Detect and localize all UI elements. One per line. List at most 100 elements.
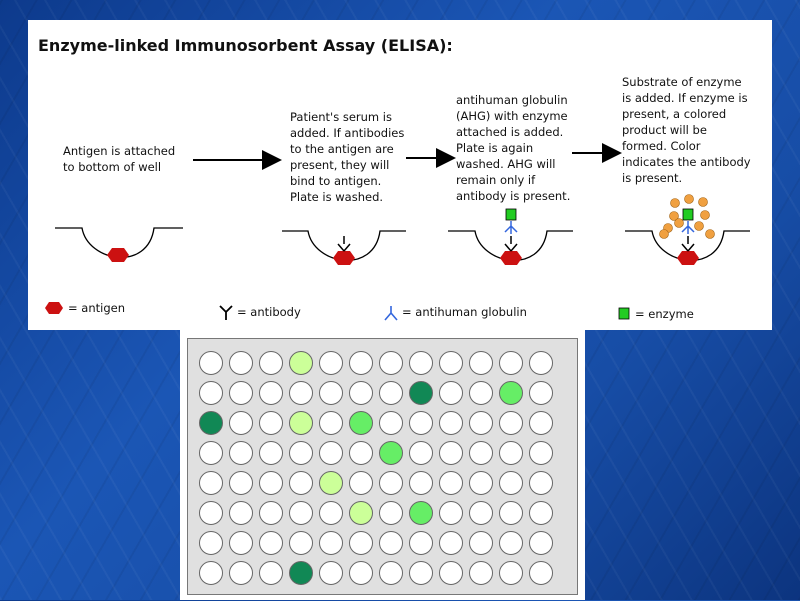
well-empty xyxy=(379,471,403,495)
svg-text:indicates the antibody: indicates the antibody xyxy=(622,155,751,169)
well-empty xyxy=(409,441,433,465)
well-empty xyxy=(259,561,283,585)
well-empty xyxy=(229,381,253,405)
well-empty xyxy=(229,351,253,375)
antibody-icon xyxy=(337,236,351,252)
well-empty xyxy=(229,531,253,555)
svg-text:product will be: product will be xyxy=(622,123,707,137)
legend-antigen-label: = antigen xyxy=(68,301,125,315)
well-dark xyxy=(289,561,313,585)
well-empty xyxy=(289,471,313,495)
well-dark xyxy=(199,411,223,435)
well-empty xyxy=(409,471,433,495)
well-medium xyxy=(409,501,433,525)
well-medium xyxy=(499,381,523,405)
svg-text:Patient's serum is: Patient's serum is xyxy=(290,110,392,124)
well-empty xyxy=(499,561,523,585)
well-empty xyxy=(469,351,493,375)
well-empty xyxy=(289,441,313,465)
well-empty xyxy=(319,561,343,585)
well-empty xyxy=(379,501,403,525)
antibody-icon xyxy=(504,236,518,252)
svg-text:(AHG) with enzyme: (AHG) with enzyme xyxy=(456,109,568,123)
svg-text:present, a colored: present, a colored xyxy=(622,107,726,121)
well-empty xyxy=(199,501,223,525)
svg-text:to bottom of well: to bottom of well xyxy=(63,160,161,174)
well-empty xyxy=(259,471,283,495)
well-dark xyxy=(409,381,433,405)
well-empty xyxy=(469,411,493,435)
well-empty xyxy=(529,411,553,435)
well-plate-svg xyxy=(199,351,553,585)
well-empty xyxy=(499,411,523,435)
well-empty xyxy=(259,381,283,405)
well-empty xyxy=(379,351,403,375)
antigen-icon xyxy=(500,251,522,265)
legend-enzyme-label: = enzyme xyxy=(635,307,694,321)
well-empty xyxy=(349,471,373,495)
well-empty xyxy=(319,441,343,465)
well-empty xyxy=(499,531,523,555)
well-empty xyxy=(229,561,253,585)
enzyme-icon xyxy=(505,208,517,221)
well-empty xyxy=(499,501,523,525)
well-empty xyxy=(229,411,253,435)
elisa-well-plate xyxy=(187,338,578,595)
well-empty xyxy=(409,351,433,375)
well-empty xyxy=(469,501,493,525)
well-empty xyxy=(439,381,463,405)
well-medium xyxy=(379,441,403,465)
diagram-title: Enzyme-linked Immunosorbent Assay (ELISA… xyxy=(38,36,453,55)
antigen-icon xyxy=(677,251,699,265)
well-empty xyxy=(229,441,253,465)
antihuman-globulin-icon xyxy=(504,221,518,234)
well-empty xyxy=(409,561,433,585)
well-empty xyxy=(499,441,523,465)
well-empty xyxy=(289,381,313,405)
well-empty xyxy=(349,351,373,375)
svg-text:Plate is washed.: Plate is washed. xyxy=(290,190,383,204)
well-empty xyxy=(199,381,223,405)
well-empty xyxy=(409,411,433,435)
enzyme-square-icon xyxy=(618,307,630,320)
well-empty xyxy=(469,381,493,405)
well-light xyxy=(349,501,373,525)
antihuman-globulin-legend-icon xyxy=(384,306,398,321)
well-empty xyxy=(439,411,463,435)
well-empty xyxy=(259,411,283,435)
well-empty xyxy=(439,501,463,525)
well-empty xyxy=(529,531,553,555)
well-empty xyxy=(259,531,283,555)
well-empty xyxy=(469,561,493,585)
well-empty xyxy=(199,441,223,465)
well-empty xyxy=(529,441,553,465)
well-empty xyxy=(349,441,373,465)
well-empty xyxy=(319,381,343,405)
svg-text:washed. AHG will: washed. AHG will xyxy=(456,157,556,171)
antigen-icon xyxy=(333,251,355,265)
svg-text:antihuman globulin: antihuman globulin xyxy=(456,93,568,107)
svg-text:is added. If enzyme is: is added. If enzyme is xyxy=(622,91,748,105)
enzyme-icon xyxy=(682,208,694,221)
antibody-icon xyxy=(681,236,695,252)
well-empty xyxy=(199,351,223,375)
svg-text:is present.: is present. xyxy=(622,171,682,185)
well-empty xyxy=(529,501,553,525)
svg-text:attached is added.: attached is added. xyxy=(456,125,563,139)
well-empty xyxy=(319,501,343,525)
step-4-text: Substrate of enzyme is added. If enzyme … xyxy=(622,75,751,185)
well-light xyxy=(289,411,313,435)
svg-text:formed. Color: formed. Color xyxy=(622,139,701,153)
well-empty xyxy=(199,471,223,495)
svg-text:Plate is again: Plate is again xyxy=(456,141,533,155)
well-light xyxy=(289,351,313,375)
step-2-text: Patient's serum is added. If antibodies … xyxy=(290,110,404,204)
svg-text:Substrate of enzyme: Substrate of enzyme xyxy=(622,75,742,89)
well-empty xyxy=(199,561,223,585)
well-empty xyxy=(259,441,283,465)
step-3-text: antihuman globulin (AHG) with enzyme att… xyxy=(456,93,570,203)
antibody-y-icon xyxy=(219,305,233,320)
well-empty xyxy=(319,531,343,555)
legend-ahg-label: = antihuman globulin xyxy=(402,305,527,319)
colored-product-icon xyxy=(659,194,715,239)
